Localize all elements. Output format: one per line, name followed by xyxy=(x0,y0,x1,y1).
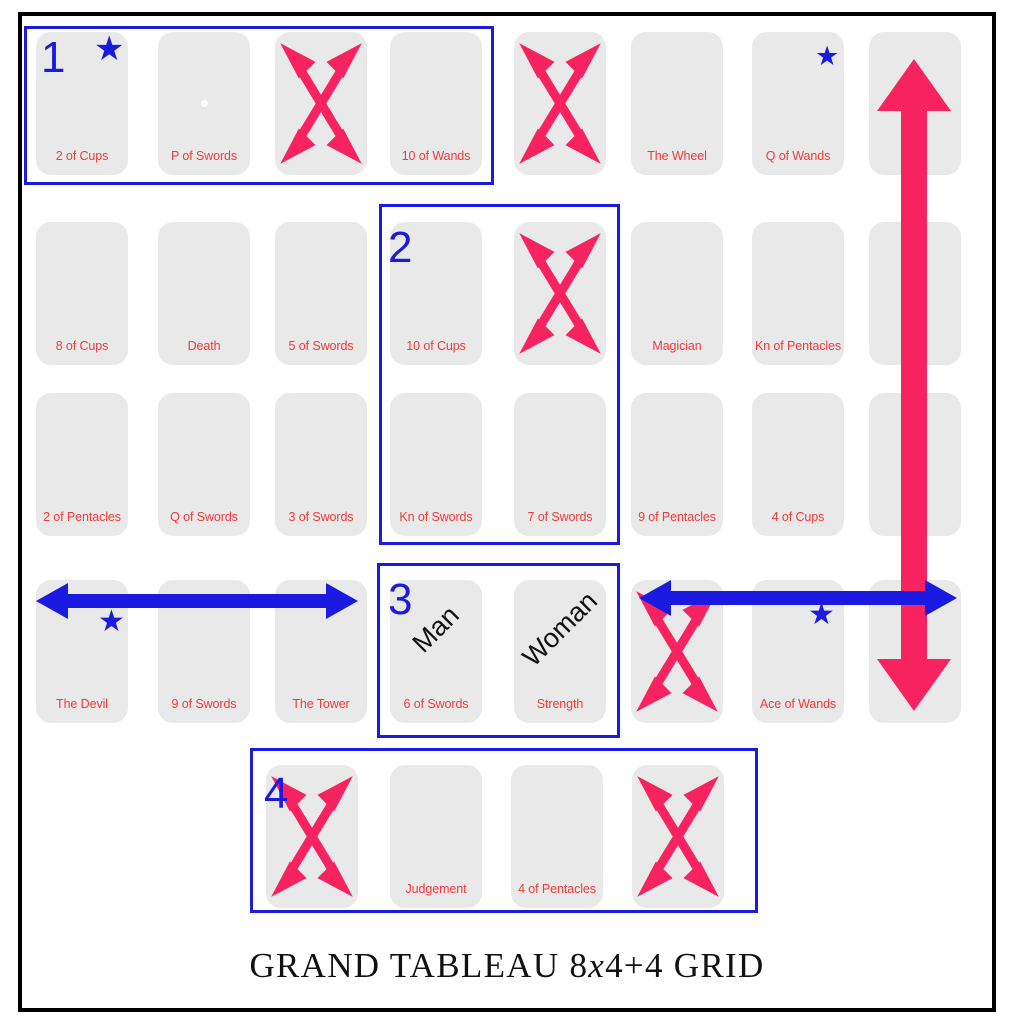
card-row2-col8[interactable] xyxy=(869,222,961,365)
card-row3-col5[interactable]: 7 of Swords xyxy=(514,393,606,536)
card-label: 6 of Swords xyxy=(403,697,469,711)
page-title: GRAND TABLEAU 8x4+4 GRID xyxy=(0,946,1014,986)
card-label: 3 of Swords xyxy=(288,510,354,524)
card-row1-col2[interactable]: P of Swords xyxy=(158,32,250,175)
group-number-4: 4 xyxy=(264,769,289,818)
card-label: 10 of Cups xyxy=(406,339,466,353)
title-x: x xyxy=(588,946,606,985)
card-row1-col8[interactable] xyxy=(869,32,961,175)
card-label: The Wheel xyxy=(647,149,707,163)
card-row3-col7[interactable]: 4 of Cups xyxy=(752,393,844,536)
star-icon-row1-col1: ★ xyxy=(94,29,125,69)
card-label: 2 of Pentacles xyxy=(43,510,121,524)
card-row1-col7[interactable]: Q of Wands xyxy=(752,32,844,175)
card-row4-col4[interactable]: Man 6 of Swords xyxy=(390,580,482,723)
card-label: Q of Wands xyxy=(765,149,831,163)
group-number-1: 1 xyxy=(41,33,66,82)
card-label: 9 of Pentacles xyxy=(638,510,716,524)
card-label: 5 of Swords xyxy=(288,339,354,353)
card-label: Kn of Swords xyxy=(399,510,473,524)
card-row4-col6[interactable] xyxy=(631,580,723,723)
card-label: The Tower xyxy=(292,697,350,711)
card-row5-col4[interactable] xyxy=(632,765,724,908)
title-before: GRAND TABLEAU 8 xyxy=(249,946,589,985)
card-row2-col1[interactable]: 8 of Cups xyxy=(36,222,128,365)
card-label: Magician xyxy=(652,339,702,353)
group-box-4 xyxy=(250,748,758,913)
card-row2-col6[interactable]: Magician xyxy=(631,222,723,365)
card-row3-col3[interactable]: 3 of Swords xyxy=(275,393,367,536)
group-number-2: 2 xyxy=(388,223,413,272)
card-row3-col4[interactable]: Kn of Swords xyxy=(390,393,482,536)
card-row1-col4[interactable]: 10 of Wands xyxy=(390,32,482,175)
star-icon-row4-col7: ★ xyxy=(808,597,835,632)
card-row1-col6[interactable]: The Wheel xyxy=(631,32,723,175)
card-row4-col3[interactable]: The Tower xyxy=(275,580,367,723)
card-row4-col8[interactable] xyxy=(869,580,961,723)
title-after: 4+4 GRID xyxy=(605,946,765,985)
card-row2-col3[interactable]: 5 of Swords xyxy=(275,222,367,365)
group-box-3 xyxy=(377,563,620,738)
card-label: Judgement xyxy=(405,882,467,896)
center-dot-icon xyxy=(200,100,208,107)
card-label: 8 of Cups xyxy=(55,339,109,353)
card-row4-col5[interactable]: Woman Strength xyxy=(514,580,606,723)
diagram-frame xyxy=(18,12,996,1012)
group-box-2 xyxy=(379,204,620,545)
card-row5-col2[interactable]: Judgement xyxy=(390,765,482,908)
card-label: 4 of Cups xyxy=(771,510,825,524)
card-label: Q of Swords xyxy=(170,510,238,524)
role-label-woman: Woman xyxy=(516,585,604,673)
card-label: The Devil xyxy=(56,697,108,711)
card-row4-col2[interactable]: 9 of Swords xyxy=(158,580,250,723)
card-row2-col4[interactable]: 10 of Cups xyxy=(390,222,482,365)
group-box-1 xyxy=(24,26,494,185)
card-row1-col5[interactable] xyxy=(514,32,606,175)
card-label: P of Swords xyxy=(170,149,238,163)
card-label: Ace of Wands xyxy=(759,697,837,711)
card-label: 9 of Swords xyxy=(171,697,237,711)
star-icon-row4-col1: ★ xyxy=(98,604,125,639)
card-row2-col2[interactable]: Death xyxy=(158,222,250,365)
card-label: Strength xyxy=(536,697,584,711)
card-row1-col1[interactable]: 2 of Cups xyxy=(36,32,128,175)
card-row1-col3[interactable] xyxy=(275,32,367,175)
card-label: 2 of Cups xyxy=(55,149,109,163)
card-label: 7 of Swords xyxy=(527,510,593,524)
card-row2-col7[interactable]: Kn of Pentacles xyxy=(752,222,844,365)
card-row3-col6[interactable]: 9 of Pentacles xyxy=(631,393,723,536)
card-row4-col1[interactable]: The Devil xyxy=(36,580,128,723)
card-row3-col2[interactable]: Q of Swords xyxy=(158,393,250,536)
group-number-3: 3 xyxy=(388,575,413,624)
card-row3-col8[interactable] xyxy=(869,393,961,536)
card-label: 10 of Wands xyxy=(401,149,471,163)
card-label: 4 of Pentacles xyxy=(518,882,596,896)
card-label: Death xyxy=(187,339,221,353)
card-row5-col3[interactable]: 4 of Pentacles xyxy=(511,765,603,908)
card-label: Kn of Pentacles xyxy=(754,339,842,353)
card-row2-col5[interactable] xyxy=(514,222,606,365)
card-row3-col1[interactable]: 2 of Pentacles xyxy=(36,393,128,536)
star-icon-row1-col7: ★ xyxy=(815,41,840,72)
